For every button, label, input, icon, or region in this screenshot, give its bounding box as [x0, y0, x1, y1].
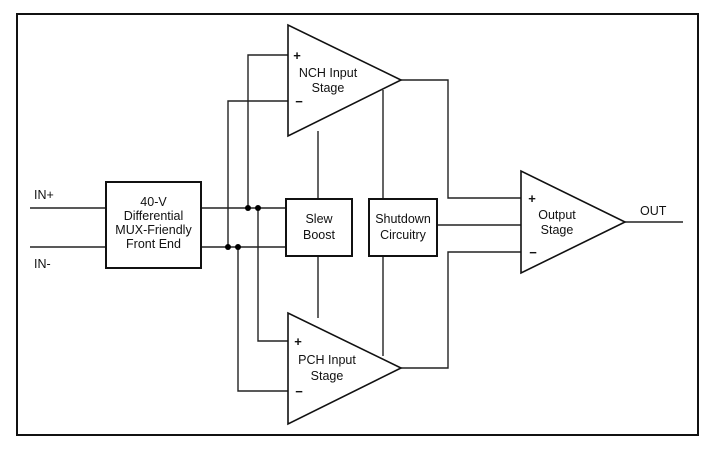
pch-minus-sign: −: [295, 384, 303, 399]
junction-dot: [235, 244, 241, 250]
nch-label-1: NCH Input: [299, 66, 358, 80]
slew-boost-label-1: Slew: [305, 212, 333, 226]
wire-nch-plus: [247, 54, 288, 208]
front-end-box: [105, 181, 202, 269]
junctions: [225, 205, 261, 250]
pch-input-stage: + − PCH Input Stage: [287, 311, 403, 426]
shutdown-label-2: Circuitry: [380, 228, 427, 242]
wires: [30, 54, 683, 392]
slew-boost-label-2: Boost: [303, 228, 335, 242]
output-minus-sign: −: [529, 245, 537, 260]
front-end-label-3: MUX-Friendly: [115, 223, 192, 237]
wire-nch-out: [401, 79, 521, 199]
output-label-1: Output: [538, 208, 576, 222]
in-minus-label: IN-: [34, 257, 51, 271]
shutdown-block: Shutdown Circuitry: [368, 198, 438, 257]
pch-label-1: PCH Input: [298, 353, 356, 367]
shutdown-box: [368, 198, 438, 257]
wire-pch-out: [401, 251, 521, 369]
junction-dot: [225, 244, 231, 250]
nch-amplifier-triangle: [287, 23, 403, 138]
pch-label-2: Stage: [311, 369, 344, 383]
front-end-label-1: 40-V: [140, 195, 167, 209]
wire-pch-minus: [237, 247, 288, 392]
nch-plus-sign: +: [293, 48, 301, 63]
in-plus-label: IN+: [34, 188, 54, 202]
nch-minus-sign: −: [295, 94, 303, 109]
nch-input-stage: + − NCH Input Stage: [287, 23, 403, 138]
out-label: OUT: [640, 204, 667, 218]
pch-plus-sign: +: [294, 334, 302, 349]
slew-boost-block: Slew Boost: [285, 198, 353, 257]
front-end-label-4: Front End: [126, 237, 181, 251]
wire-pch-plus: [257, 208, 288, 342]
junction-dot: [245, 205, 251, 211]
nch-label-2: Stage: [312, 81, 345, 95]
output-plus-sign: +: [528, 191, 536, 206]
front-end-label-2: Differential: [124, 209, 184, 223]
output-label-2: Stage: [541, 223, 574, 237]
slew-boost-box: [285, 198, 353, 257]
shutdown-label-1: Shutdown: [375, 212, 431, 226]
front-end-block: 40-V Differential MUX-Friendly Front End: [105, 181, 202, 269]
wire-nch-minus: [227, 100, 288, 247]
diagram-frame: [16, 13, 699, 436]
pch-amplifier-triangle: [287, 311, 403, 426]
junction-dot: [255, 205, 261, 211]
output-amplifier-triangle: [520, 169, 627, 275]
output-stage: + − Output Stage: [520, 169, 627, 275]
